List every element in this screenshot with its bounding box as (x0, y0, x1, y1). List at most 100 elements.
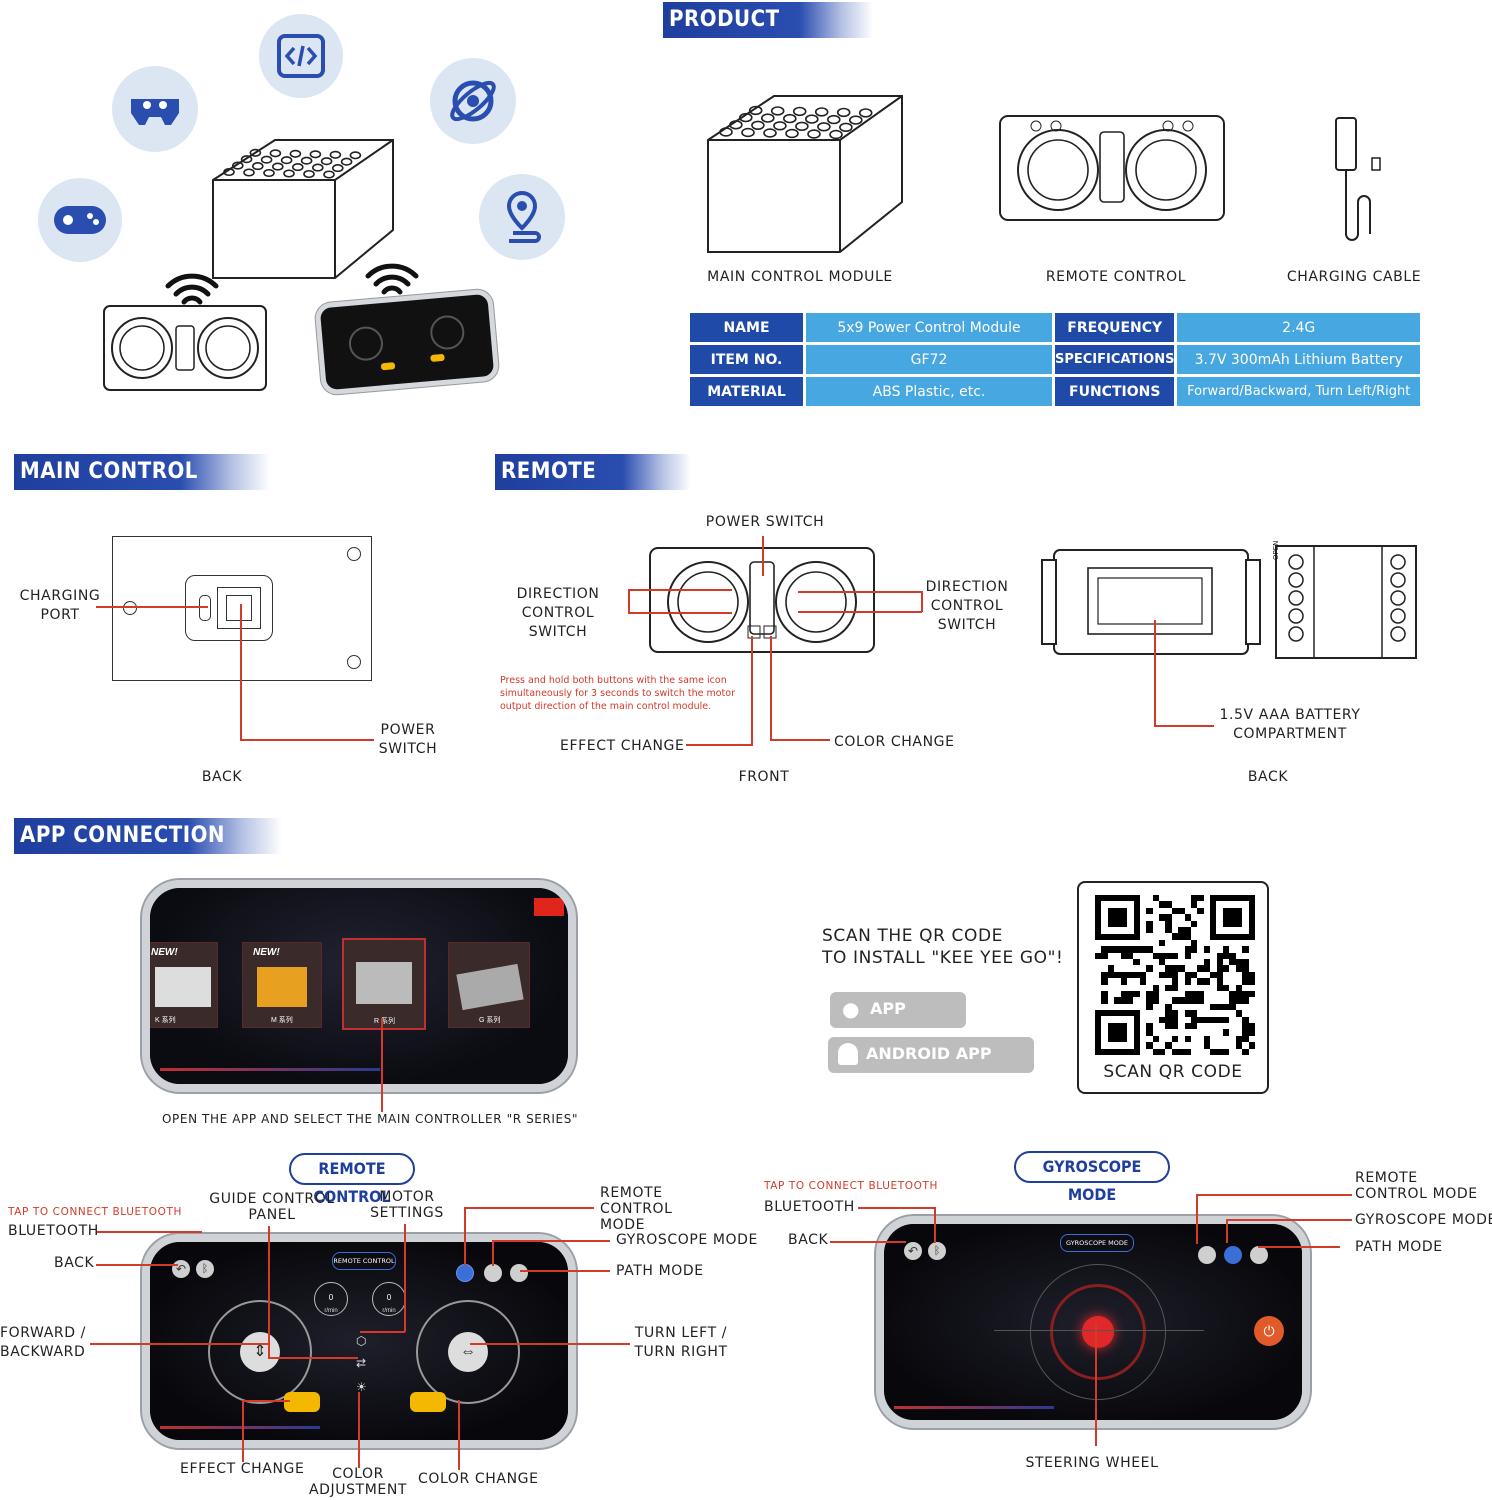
steering-wheel-outer[interactable] (1030, 1264, 1166, 1400)
app-card[interactable]: NEW! M 系列 (242, 942, 322, 1028)
android-store-label: ANDROID APP STORE (866, 1044, 992, 1097)
module-side-view (1275, 545, 1417, 659)
back-button[interactable]: ↶ (172, 1260, 190, 1278)
android-store-button[interactable]: ANDROID APP STORE (828, 1037, 1034, 1097)
remote-mode-button[interactable] (456, 1264, 474, 1282)
flag-icon (534, 898, 564, 916)
spec-value: 5x9 Power Control Module (806, 313, 1052, 342)
label-rm-effect: EFFECT CHANGE (180, 1461, 305, 1477)
remote-back-view (1041, 549, 1261, 655)
guide-icon[interactable]: ⬡ (356, 1334, 367, 1348)
spec-value: GF72 (806, 345, 1052, 374)
label-rm-bluetooth: BLUETOOTH (8, 1223, 99, 1239)
spec-value: 3.7V 300mAh Lithium Battery (1177, 345, 1420, 374)
card-code: G 系列 (479, 1017, 501, 1024)
remote-product-image (999, 115, 1225, 221)
open-marker: OPEN (1272, 540, 1280, 560)
gyro-mode-button[interactable] (484, 1264, 502, 1282)
gyroscope-icon (430, 58, 516, 144)
label-remote-power-switch: POWER SWITCH (705, 514, 825, 530)
effect-change-button[interactable] (284, 1392, 320, 1412)
color-change-button[interactable] (410, 1392, 446, 1412)
label-gm-gyro-mode: GYROSCOPE MODE (1355, 1212, 1492, 1228)
app-store-button[interactable]: ● APP STORE (830, 992, 966, 1052)
apple-icon: ● (842, 997, 860, 1021)
brightness-icon[interactable]: ☀ (356, 1380, 367, 1394)
remote-note: Press and hold both buttons with the sam… (500, 675, 735, 712)
card-code: M 系列 (271, 1017, 293, 1024)
steering-wheel-ring[interactable] (1050, 1284, 1146, 1380)
spec-key: ITEM NO. (690, 345, 803, 374)
remote-illustration (103, 305, 267, 391)
remote-control-mode-pill: REMOTE CONTROL (289, 1153, 415, 1206)
label-gm-remote-mode: REMOTE CONTROL MODE (1355, 1170, 1478, 1202)
back-button[interactable]: ↶ (904, 1242, 922, 1260)
bluetooth-button[interactable]: ᛒ (928, 1242, 946, 1260)
joystick-left-knob[interactable]: ⇕ (240, 1332, 280, 1372)
card-badge: NEW! (151, 947, 178, 958)
label-color-change: COLOR CHANGE (834, 734, 955, 750)
screen-title-badge: GYROSCOPE MODE (1060, 1234, 1134, 1252)
app-card[interactable]: G 系列 (448, 942, 530, 1028)
joystick-left[interactable] (208, 1300, 312, 1404)
bluetooth-button[interactable]: ᛒ (196, 1260, 214, 1278)
module-back-view (112, 536, 372, 681)
spec-key: NAME (690, 313, 803, 342)
rpm-unit: r/min (382, 1308, 396, 1314)
label-rm-color-change: COLOR CHANGE (418, 1471, 539, 1487)
label-power-switch: POWER SWITCH (378, 722, 438, 757)
spec-key: MATERIAL (690, 377, 803, 406)
module-illustration (212, 139, 394, 279)
path-mode-button[interactable] (510, 1264, 528, 1282)
label-color-adjustment: COLOR ADJUSTMENT (308, 1466, 408, 1498)
overview-label-cable: CHARGING CABLE (1286, 269, 1422, 285)
phone-illustration (314, 288, 500, 396)
tap-bluetooth-hint: TAP TO CONNECT BLUETOOTH (764, 1180, 938, 1192)
label-remote-back: BACK (1247, 769, 1289, 785)
label-rm-remote-mode: REMOTE CONTROL MODE (600, 1185, 673, 1233)
scan-line-1: SCAN THE QR CODE (822, 926, 1004, 946)
section-app-connection-guide: APP CONNECTION GUIDE: (14, 818, 282, 884)
card-code: R 系列 (374, 1018, 395, 1025)
section-main-control-module: MAIN CONTROL MODULE: (14, 454, 270, 520)
card-badge: NEW! (253, 947, 280, 958)
spec-key: FUNCTIONS (1055, 377, 1175, 406)
label-effect-change: EFFECT CHANGE (560, 738, 685, 754)
qr-caption: SCAN QR CODE (1103, 1062, 1243, 1082)
motor-gauge-left[interactable]: 0 (314, 1282, 348, 1316)
spec-row: MATERIAL ABS Plastic, etc. FUNCTIONS For… (690, 377, 1420, 406)
path-mode-button[interactable] (1250, 1246, 1268, 1264)
code-icon (259, 14, 343, 98)
label-gm-bluetooth: BLUETOOTH (764, 1199, 855, 1215)
main-module-product-image (707, 95, 903, 253)
app-card-r-series[interactable]: R 系列 (342, 938, 426, 1030)
charging-cable-image (1335, 117, 1381, 241)
qr-code[interactable] (1095, 895, 1255, 1055)
label-front: FRONT (738, 769, 790, 785)
remote-front-view (649, 547, 875, 653)
spec-value: Forward/Backward, Turn Left/Right (1177, 377, 1420, 406)
gyroscope-mode-pill: GYROSCOPE MODE (1014, 1151, 1170, 1204)
swap-icon[interactable]: ⇄ (356, 1356, 367, 1370)
remote-mode-button[interactable] (1198, 1246, 1216, 1264)
app-card[interactable]: NEW! K 系列 (150, 942, 218, 1028)
steering-wheel-knob[interactable] (1082, 1316, 1114, 1348)
joystick-right-knob[interactable]: ⇔ (448, 1332, 488, 1372)
app-phone-gyro: GYROSCOPE MODE ↶ ᛒ ⏻ (876, 1216, 1310, 1428)
spec-table: NAME 5x9 Power Control Module FREQUENCY … (687, 310, 1423, 409)
label-turn: TURN LEFT / TURN RIGHT (634, 1325, 728, 1360)
spec-value: ABS Plastic, etc. (806, 377, 1052, 406)
label-gm-back: BACK (788, 1232, 829, 1248)
label-rm-path-mode: PATH MODE (616, 1263, 704, 1279)
overview-label-module: MAIN CONTROL MODULE (707, 269, 893, 285)
overview-label-remote: REMOTE CONTROL (1045, 269, 1187, 285)
gyro-mode-button[interactable] (1224, 1246, 1242, 1264)
label-battery-compartment: 1.5V AAA BATTERY COMPARTMENT (1219, 707, 1361, 742)
joystick-right[interactable] (416, 1300, 520, 1404)
power-button[interactable]: ⏻ (1254, 1316, 1284, 1346)
scan-line-2: TO INSTALL "KEE YEE GO"! (822, 948, 1064, 968)
screen-title-badge: REMOTE CONTROL (332, 1252, 396, 1270)
rpm-unit: r/min (324, 1308, 338, 1314)
app-caption: OPEN THE APP AND SELECT THE MAIN CONTROL… (162, 1112, 579, 1126)
motor-gauge-right[interactable]: 0 (372, 1282, 406, 1316)
